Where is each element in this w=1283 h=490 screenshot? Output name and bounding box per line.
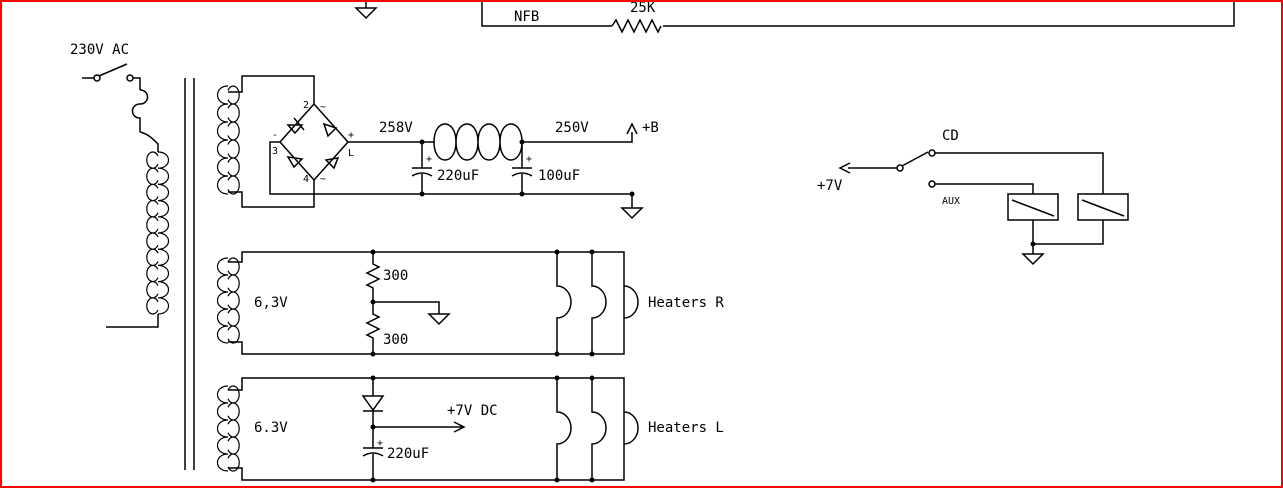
svg-text:-: -: [272, 130, 278, 141]
nfb-label: NFB: [514, 9, 539, 25]
relay-coil-icon: [1077, 193, 1129, 221]
ground-icon: [354, 2, 378, 20]
bridge-pin-2: 2: [303, 100, 309, 111]
heater-l-winding-icon: [216, 385, 240, 472]
heater-filament-icon: [556, 378, 639, 480]
choke-inductor-icon: [433, 123, 523, 161]
cap-220-label: 220uF: [437, 168, 479, 184]
capacitor-icon: [411, 142, 433, 194]
svg-text:+: +: [377, 438, 383, 449]
switch-icon: [896, 164, 904, 172]
svg-text:~: ~: [320, 174, 326, 185]
dc-out-arrow-icon: [373, 421, 466, 433]
heaters-l-label: Heaters L: [648, 420, 724, 436]
svg-text:~: ~: [320, 102, 326, 113]
switch-aux-label: AUX: [942, 196, 960, 207]
fuse-icon: [131, 89, 149, 132]
winding-turns: [216, 385, 240, 472]
relay-coil-icon: [1007, 193, 1059, 221]
transformer-core: [184, 78, 195, 470]
res-top-label: 300: [383, 268, 408, 284]
cap-100-label: 100uF: [538, 168, 580, 184]
feedback-block: NFB 25K: [354, 2, 1235, 34]
pre-choke-voltage: 258V: [379, 120, 413, 136]
svg-text:L: L: [348, 148, 354, 159]
switch-icon: [93, 74, 101, 82]
heater-voltage-r: 6,3V: [254, 295, 288, 311]
capacitor-icon: [511, 142, 533, 194]
ground-icon: [373, 301, 451, 326]
ground-icon: [620, 194, 644, 220]
mains-label: 230V AC: [70, 42, 129, 58]
mains-input: 230V AC: [70, 42, 170, 328]
svg-text:+: +: [426, 154, 432, 165]
bridge-pin-4: 4: [303, 174, 309, 185]
primary-winding-icon: [146, 151, 170, 315]
hv-secondary: 2 ~ - 3 + L 4 ~ 258V 250V +B + 220uF + 1…: [216, 75, 659, 220]
nfb-resistor-label: 25K: [630, 2, 656, 16]
bridge-rectifier: [278, 102, 350, 182]
diode-icon: [286, 117, 305, 135]
winding-turns: [146, 151, 170, 315]
relay-supply-arrow-icon: [838, 162, 851, 174]
b-plus-label: +B: [642, 120, 659, 136]
relay-supply-label: +7V: [817, 178, 843, 194]
input-selector: +7V CD AUX: [817, 128, 1129, 266]
switch-cd-label: CD: [942, 128, 959, 144]
svg-text:+: +: [348, 130, 354, 141]
winding-turns: [216, 85, 240, 195]
hv-winding-icon: [216, 85, 240, 195]
heater-voltage-l: 6.3V: [254, 420, 288, 436]
cap-heater-label: 220uF: [387, 446, 429, 462]
ground-icon: [1021, 244, 1045, 266]
winding-turns: [216, 257, 240, 344]
b-plus-arrow-icon: [626, 122, 638, 135]
post-choke-voltage: 250V: [555, 120, 589, 136]
bridge-pin-3: 3: [272, 146, 278, 157]
res-bottom-label: 300: [383, 332, 408, 348]
heaters-l-section: 6.3V +7V DC + 220uF Heaters L: [216, 375, 724, 483]
heaters-r-label: Heaters R: [648, 295, 724, 311]
dc-out-label: +7V DC: [447, 403, 498, 419]
svg-text:+: +: [526, 154, 532, 165]
heater-filament-icon: [556, 252, 639, 354]
diode-icon: [361, 378, 385, 448]
heaters-r-section: 6,3V 300 300 Heaters R: [216, 249, 724, 357]
heater-r-winding-icon: [216, 257, 240, 344]
capacitor-icon: [362, 447, 384, 480]
